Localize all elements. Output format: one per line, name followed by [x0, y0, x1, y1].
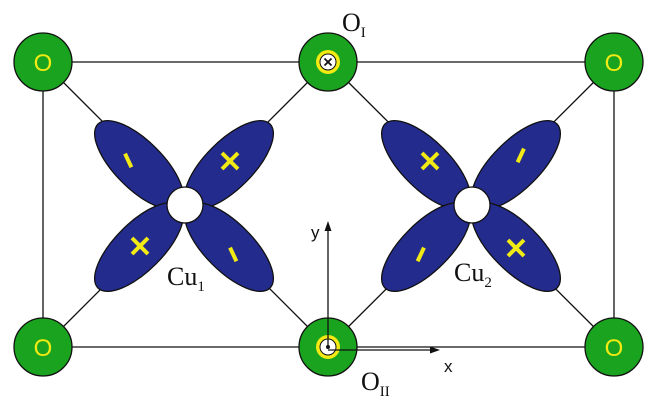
coordinate-axes: [324, 221, 440, 354]
cu1-sign-upper-right: [220, 151, 240, 171]
y-axis-label: y: [311, 223, 320, 242]
cu2-sign-upper-left: [420, 151, 440, 171]
oxygen-top-center-label: OI: [342, 8, 366, 41]
cu2-label: Cu2: [454, 258, 492, 291]
cross-in-circle-icon: [323, 57, 333, 67]
x-axis-label: x: [444, 357, 453, 376]
oxygen-top-left: O: [13, 32, 73, 92]
cu1-d-orbital: [93, 119, 275, 293]
oxygen-label: O: [34, 335, 53, 362]
cu1-sign-upper-left: [123, 152, 134, 169]
oxygen-label: O: [34, 50, 53, 77]
cu1-sign-lower-right: [228, 246, 239, 263]
cu1-sign-lower-left: [130, 236, 150, 256]
oxygen-label: O: [605, 50, 624, 77]
cu2-d-orbital: [380, 119, 562, 293]
oxygen-bottom-center-label: OII: [361, 367, 390, 400]
oxygen-top-center: [298, 32, 358, 92]
oxygen-bottom-right: O: [584, 317, 644, 377]
oxygen-label: O: [605, 335, 624, 362]
cu2-sign-lower-left: [415, 246, 426, 263]
cu1-label: Cu1: [167, 262, 205, 295]
cu2-atom: [453, 186, 491, 224]
y-axis-arrowhead: [324, 221, 332, 231]
cu1-atom: [166, 186, 204, 224]
cu2-sign-upper-right: [515, 147, 526, 164]
oxygen-top-right: O: [584, 32, 644, 92]
x-axis-arrowhead: [430, 346, 440, 354]
cu2-sign-lower-right: [506, 238, 526, 258]
oxygen-bottom-left: O: [13, 317, 73, 377]
